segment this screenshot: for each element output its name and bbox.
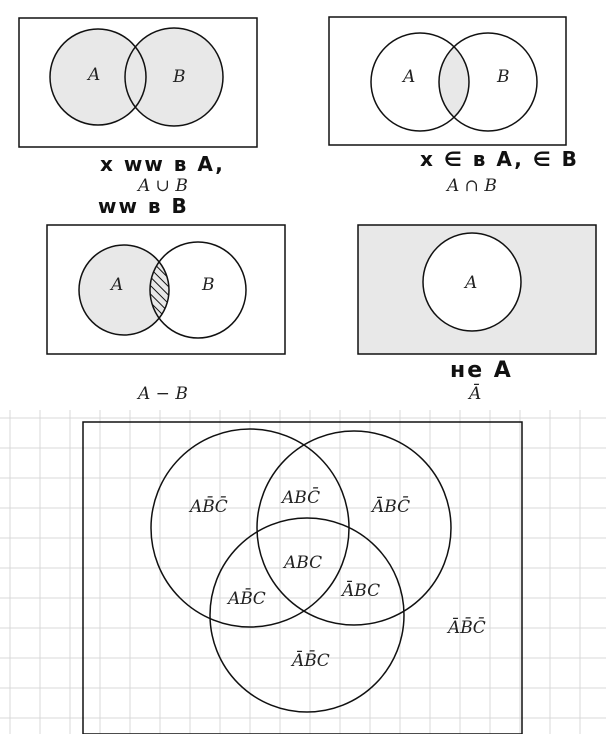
intersection-label-b: B [496, 67, 510, 87]
difference-circle-b [149, 241, 247, 339]
difference-caption: A − B [136, 384, 188, 404]
three-set-circle-c [209, 517, 405, 713]
difference-label-a: A [109, 275, 123, 295]
difference-fill-a [79, 245, 169, 335]
complement-note: не A [450, 358, 513, 383]
union-caption: A ∪ B [136, 176, 188, 196]
three-set-circle-b [256, 430, 452, 626]
union-circle-a [49, 28, 147, 126]
intersection-circle-b [438, 32, 538, 132]
difference-label-b: B [201, 275, 215, 295]
region-ab-not-c: ABC̄ [280, 486, 320, 508]
complement-label-a: A [463, 273, 477, 293]
union-label-a: A [86, 65, 100, 85]
union-fill-b [125, 28, 223, 126]
intersection-circle-a [370, 32, 470, 132]
intersection-caption: A ∩ B [445, 176, 497, 196]
intersection-note: x ∈ в A, ∈ B [420, 147, 579, 171]
union-frame [18, 17, 258, 148]
difference-circle-a [78, 244, 170, 336]
grid-background [0, 410, 606, 734]
difference-frame [46, 224, 286, 355]
union-panel: A B x ww в A, A ∪ B ww в B [18, 17, 258, 218]
three-set-panel: AB̄C̄ ABC̄ ĀBC̄ ABC AB̄C ĀBC ĀB̄C ĀB̄C̄ [82, 421, 523, 734]
intersection-frame [328, 16, 567, 146]
union-label-b: B [172, 67, 186, 87]
complement-caption: Ā [467, 383, 481, 404]
union-circle-b [124, 27, 224, 127]
union-note-line1: x ww в A, [100, 152, 225, 176]
intersection-label-a: A [401, 67, 415, 87]
complement-panel: A не A Ā [357, 224, 597, 404]
complement-circle-a [422, 232, 522, 332]
union-note-line2: ww в B [98, 194, 189, 218]
three-set-frame [82, 421, 523, 734]
region-none: ĀB̄C̄ [446, 616, 486, 638]
intersection-panel: A B x ∈ в A, ∈ B A ∩ B [328, 16, 579, 196]
region-c-only: ĀB̄C [290, 649, 330, 671]
union-fill-a [50, 29, 146, 125]
difference-panel: A B A − B [46, 224, 286, 404]
region-ac-not-b: AB̄C [226, 587, 266, 609]
region-bc-not-a: ĀBC [340, 580, 380, 601]
region-b-only: ĀBC̄ [370, 495, 410, 517]
region-abc: ABC [282, 553, 322, 573]
region-a-only: AB̄C̄ [188, 495, 228, 517]
